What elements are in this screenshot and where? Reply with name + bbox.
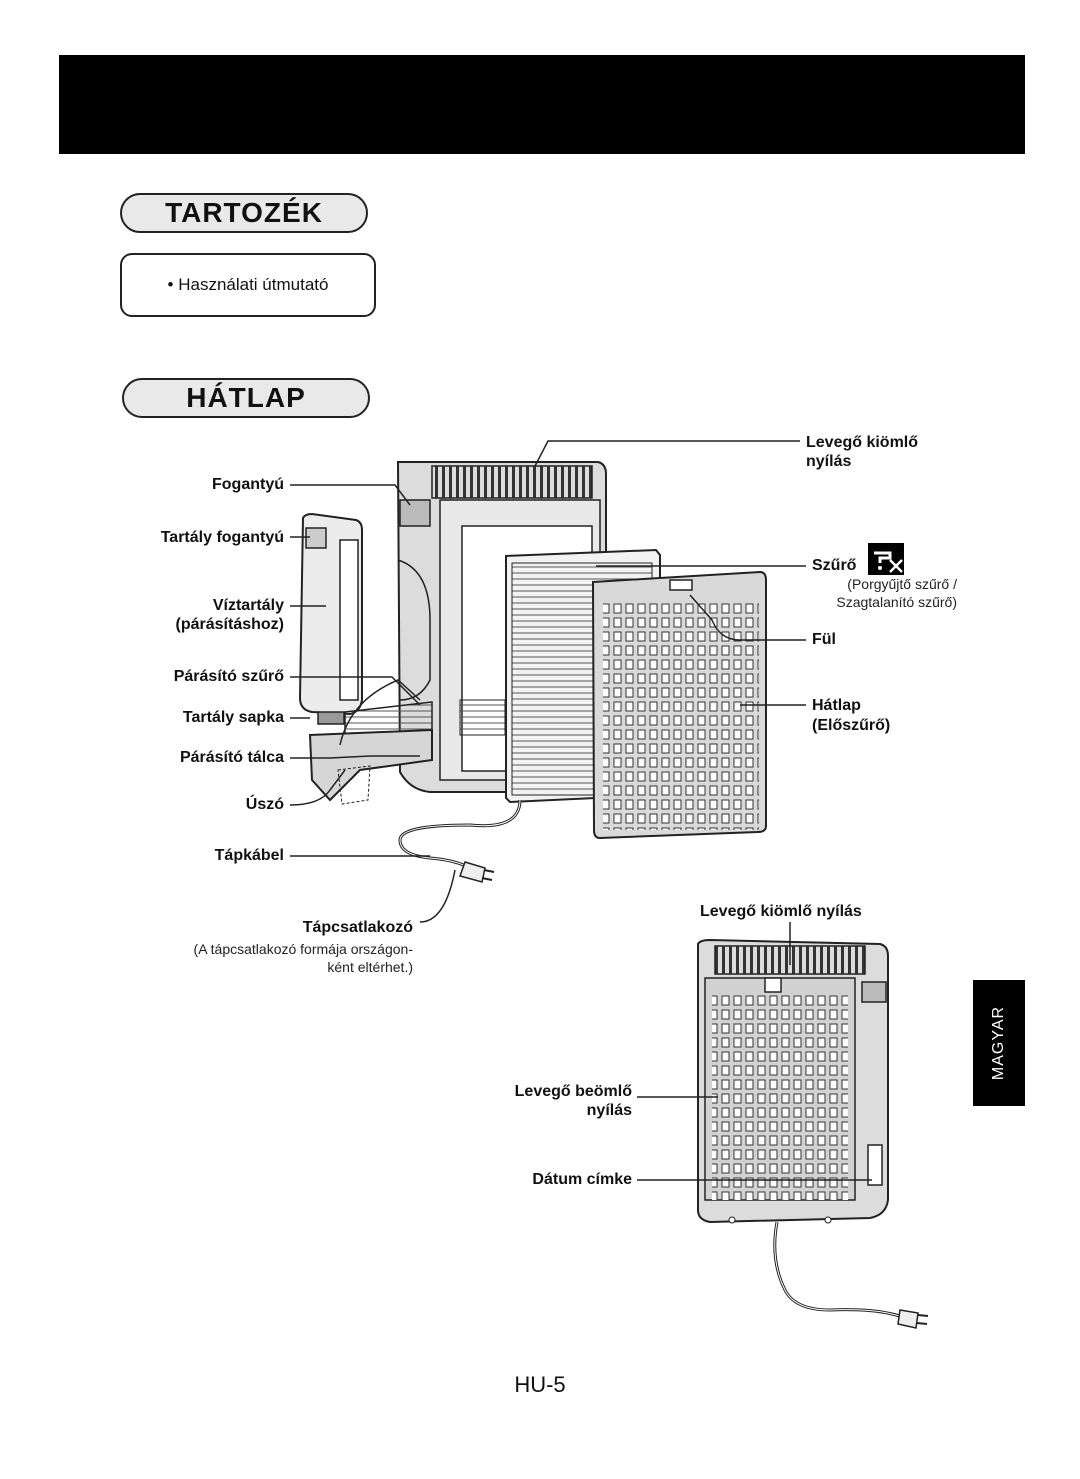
label-parasito-talca: Párásító tálca	[179, 749, 284, 766]
back-view-unit	[697, 938, 929, 1329]
label-fogantyu: Fogantyú	[212, 476, 284, 493]
language-tab: MAGYAR	[973, 980, 1025, 1106]
label-tartaly-fogantyu: Tartály fogantyú	[160, 529, 284, 546]
accessories-list: • Használati útmutató	[120, 253, 376, 317]
label-hatlap-eloszuro: (Előszűrő)	[812, 717, 891, 734]
label-parasito-szuro: Párásító szűrő	[173, 668, 284, 685]
language-tab-label: MAGYAR	[990, 1005, 1007, 1081]
label-szuro: Szűrő	[812, 557, 857, 574]
label-levego-kiomlo-nyilas: nyílás	[806, 453, 852, 470]
label-tartaly-sapka: Tartály sapka	[182, 709, 284, 726]
back-panel-prefilter	[591, 570, 767, 840]
note-tapcsatlakozo-1: (A tápcsatlakozó formája országon-	[193, 941, 413, 957]
label-hatlap: Hátlap	[812, 697, 861, 714]
page-number: HU-5	[514, 1372, 566, 1397]
label-viztartaly-sub: (párásításhoz)	[175, 616, 284, 633]
label-levego-kiomlo: Levegő kiömlő	[806, 434, 919, 451]
label-ful: Fül	[812, 631, 836, 648]
section-title-back: HÁTLAP	[122, 378, 370, 418]
label-levego-beomlo: Levegő beömlő	[514, 1083, 632, 1100]
humidifier-tray	[308, 679, 433, 805]
label-tapcsatlakozo: Tápcsatlakozó	[302, 919, 413, 936]
label-levego-beomlo-nyilas: nyílás	[586, 1102, 632, 1119]
note-szuro-2: Szagtalanító szűrő)	[836, 594, 957, 610]
label-tapkabel: Tápkábel	[214, 847, 284, 864]
water-tank	[298, 512, 363, 725]
note-szuro-1: (Porgyűjtő szűrő /	[847, 576, 957, 592]
label-viztartaly: Víztartály	[212, 597, 284, 614]
leader-lines	[289, 440, 872, 1181]
label-datum-cimke: Dátum címke	[532, 1171, 632, 1188]
label-uszo: Úszó	[245, 796, 284, 813]
no-water-wash-icon	[868, 543, 904, 575]
note-tapcsatlakozo-2: ként eltérhet.)	[327, 959, 413, 975]
label-levego-kiomlo-nyilas-back: Levegő kiömlő nyílás	[700, 903, 862, 920]
section-title-accessories: TARTOZÉK	[120, 193, 368, 233]
power-cord	[398, 799, 522, 883]
header-bar	[59, 55, 1025, 154]
